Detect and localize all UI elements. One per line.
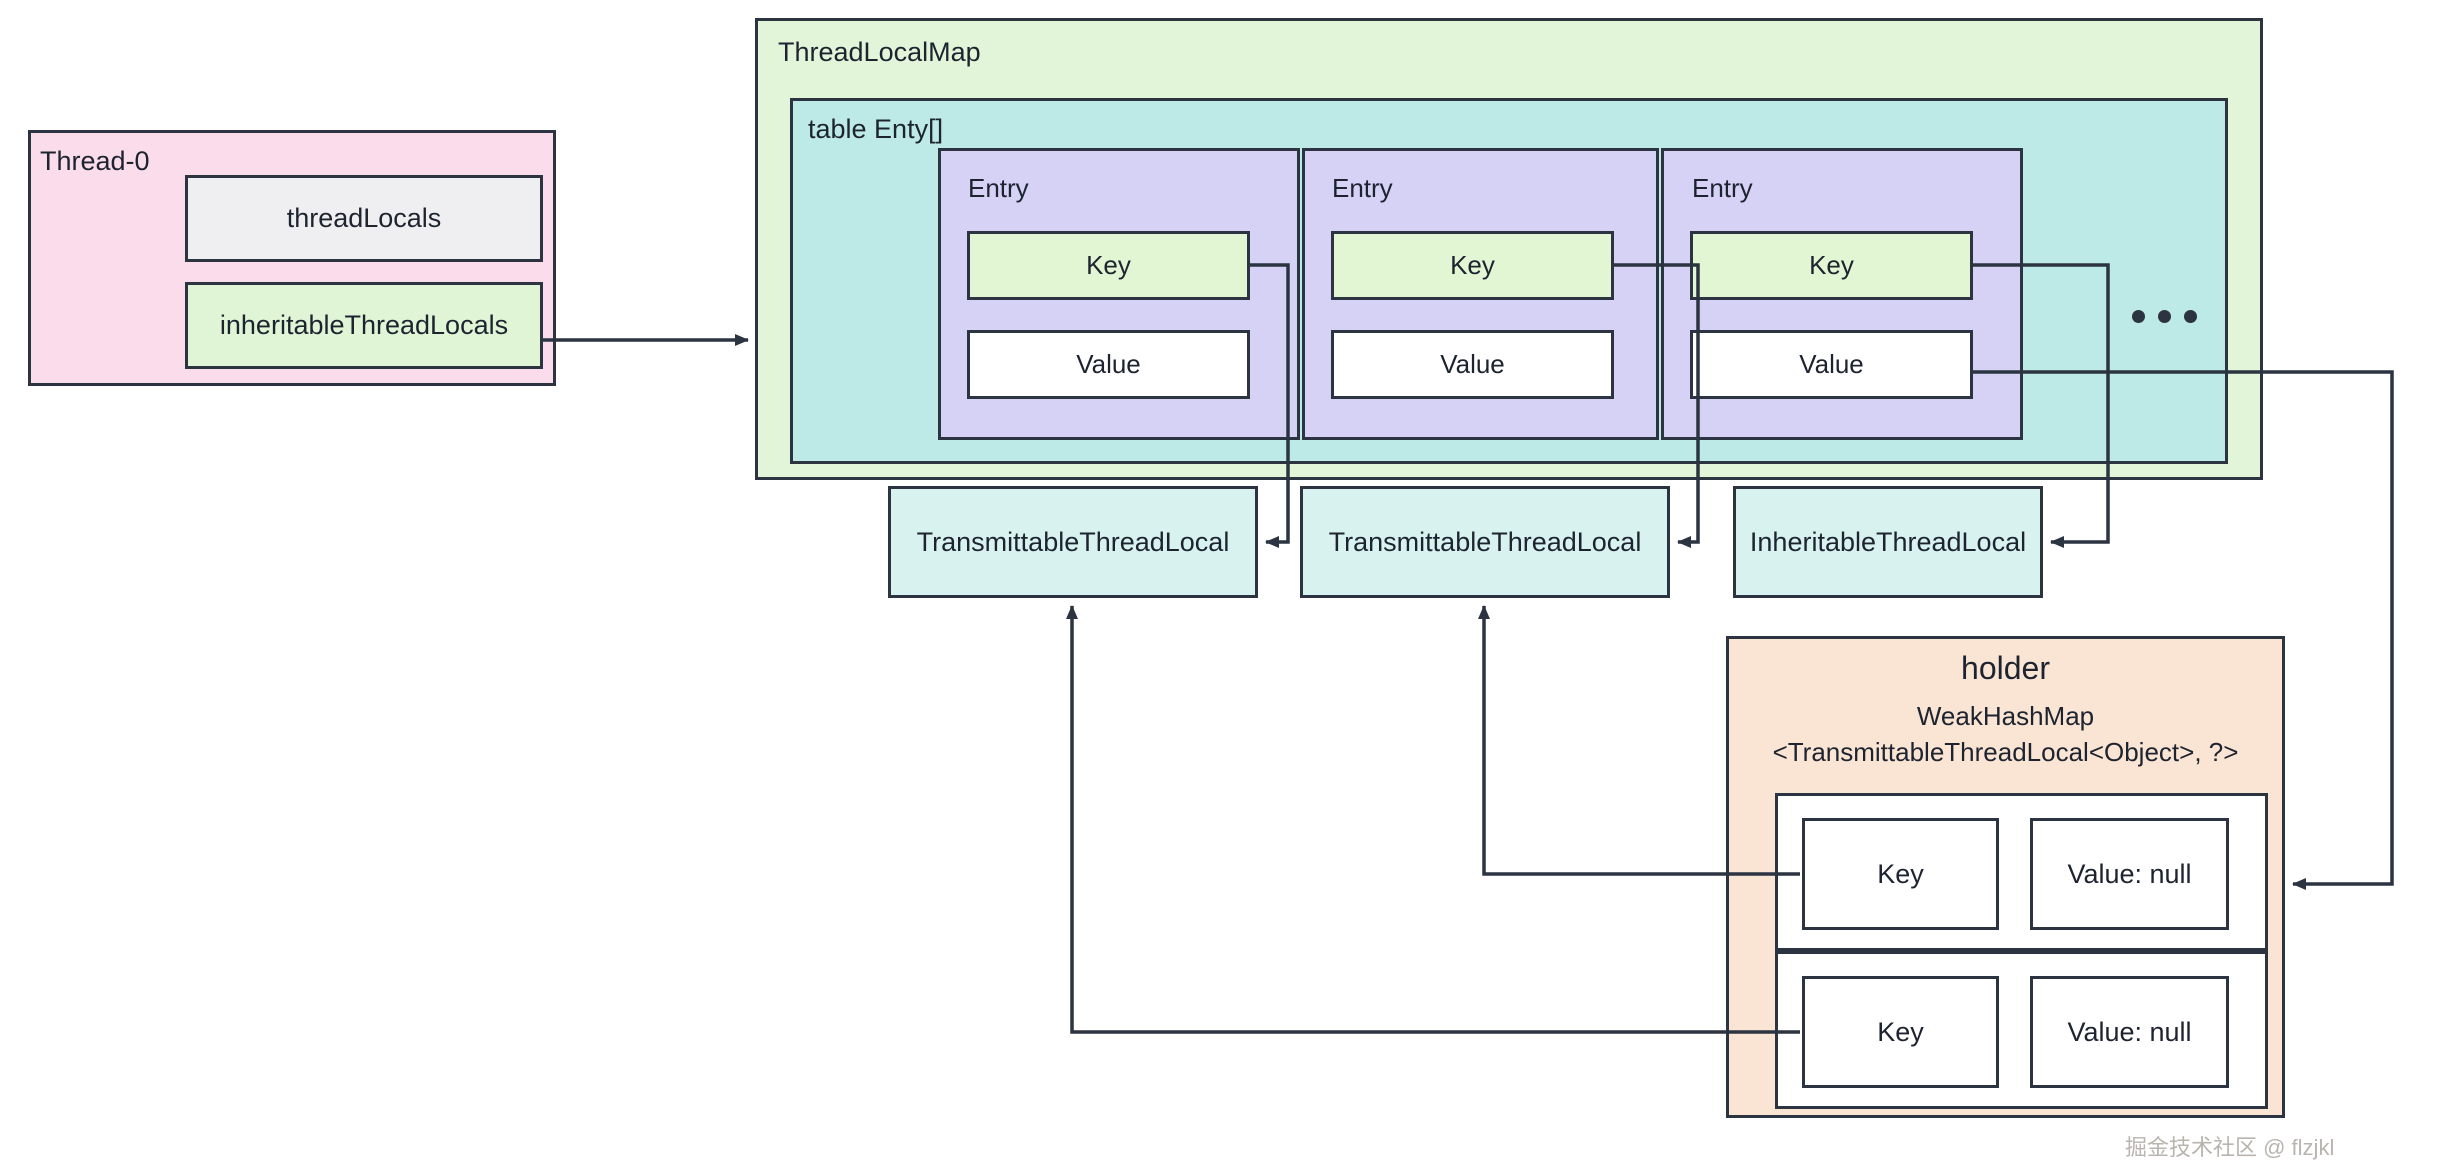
watermark-label: 掘金技术社区 @ flzjkl [2125,1135,2335,1160]
holder-row-1-value-label: Value: null [2067,858,2192,889]
entry-value-label-2: Value [1440,349,1505,379]
entry-key-label-2: Key [1450,250,1495,280]
threadlocal-label-1: TransmittableThreadLocal [916,526,1230,557]
threadlocal-label-3: InheritableThreadLocal [1749,526,2027,557]
thread-field-inheritablethreadlocals [185,282,543,369]
entry-value-label-1: Value [1076,349,1141,379]
wire-holder-row2-key-to-ttl1 [1066,605,1800,1034]
thread-label: Thread-0 [40,146,150,176]
entries-ellipsis-icon [2132,310,2197,323]
thread-field-threadlocals [185,175,543,262]
entry-label-3: Entry [1692,173,1753,203]
entry-label-1: Entry [968,173,1029,203]
entry-label-2: Entry [1332,173,1393,203]
table-entry-array-label: table Enty[] [808,114,944,144]
holder-title: holder [1961,649,2050,686]
thread-field-inheritablethreadlocals-label: inheritableThreadLocals [219,310,509,340]
holder-row-2-key-label: Key [1877,1016,1924,1047]
entry-key-label-3: Key [1809,250,1854,280]
entry-value-box-3 [1690,330,1973,399]
threadlocal-label-2: TransmittableThreadLocal [1328,526,1642,557]
holder-row-1-key-label: Key [1877,858,1924,889]
entry-value-label-3: Value [1799,349,1864,379]
entry-value-box-1 [967,330,1250,399]
holder-subtitle-line2: <TransmittableThreadLocal<Object>, ?> [1772,736,2239,767]
entry-key-box-1 [967,231,1250,300]
threadlocal-box-2 [1300,486,1670,598]
holder-row-1-key-box [1802,818,1999,930]
entry-key-box-2 [1331,231,1614,300]
entry-value-box-2 [1331,330,1614,399]
thread-field-threadlocals-label: threadLocals [286,203,442,233]
holder-row-2-value-label: Value: null [2067,1016,2192,1047]
holder-row-2-value-box [2030,976,2229,1088]
threadlocalmap-label: ThreadLocalMap [778,37,981,67]
holder-row-2-key-box [1802,976,1999,1088]
entry-key-label-1: Key [1086,250,1131,280]
holder-subtitle-line1: WeakHashMap [1916,700,2095,731]
